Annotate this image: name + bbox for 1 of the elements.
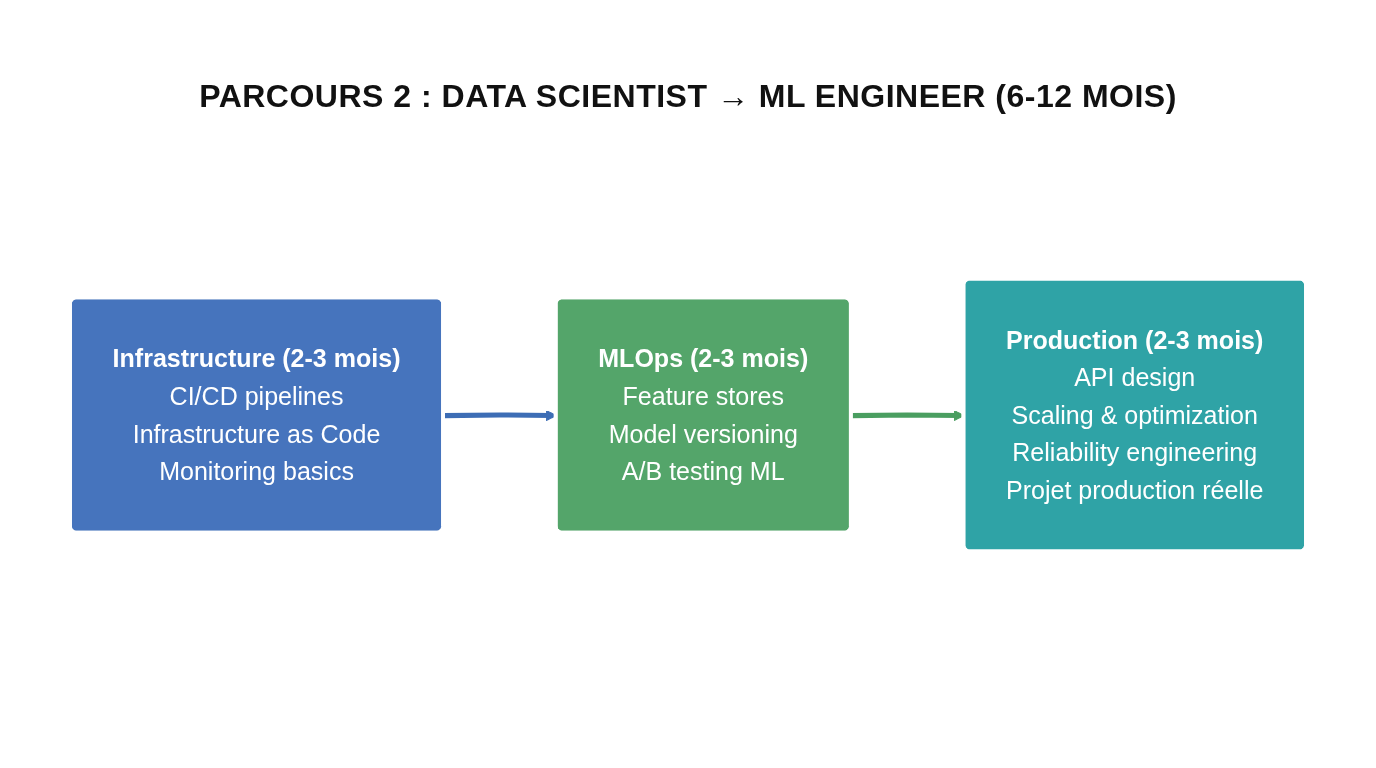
title: PARCOURS 2 : DATA SCIENTIST → ML ENGINEER (6-12 MOIS) bbox=[199, 78, 1177, 115]
